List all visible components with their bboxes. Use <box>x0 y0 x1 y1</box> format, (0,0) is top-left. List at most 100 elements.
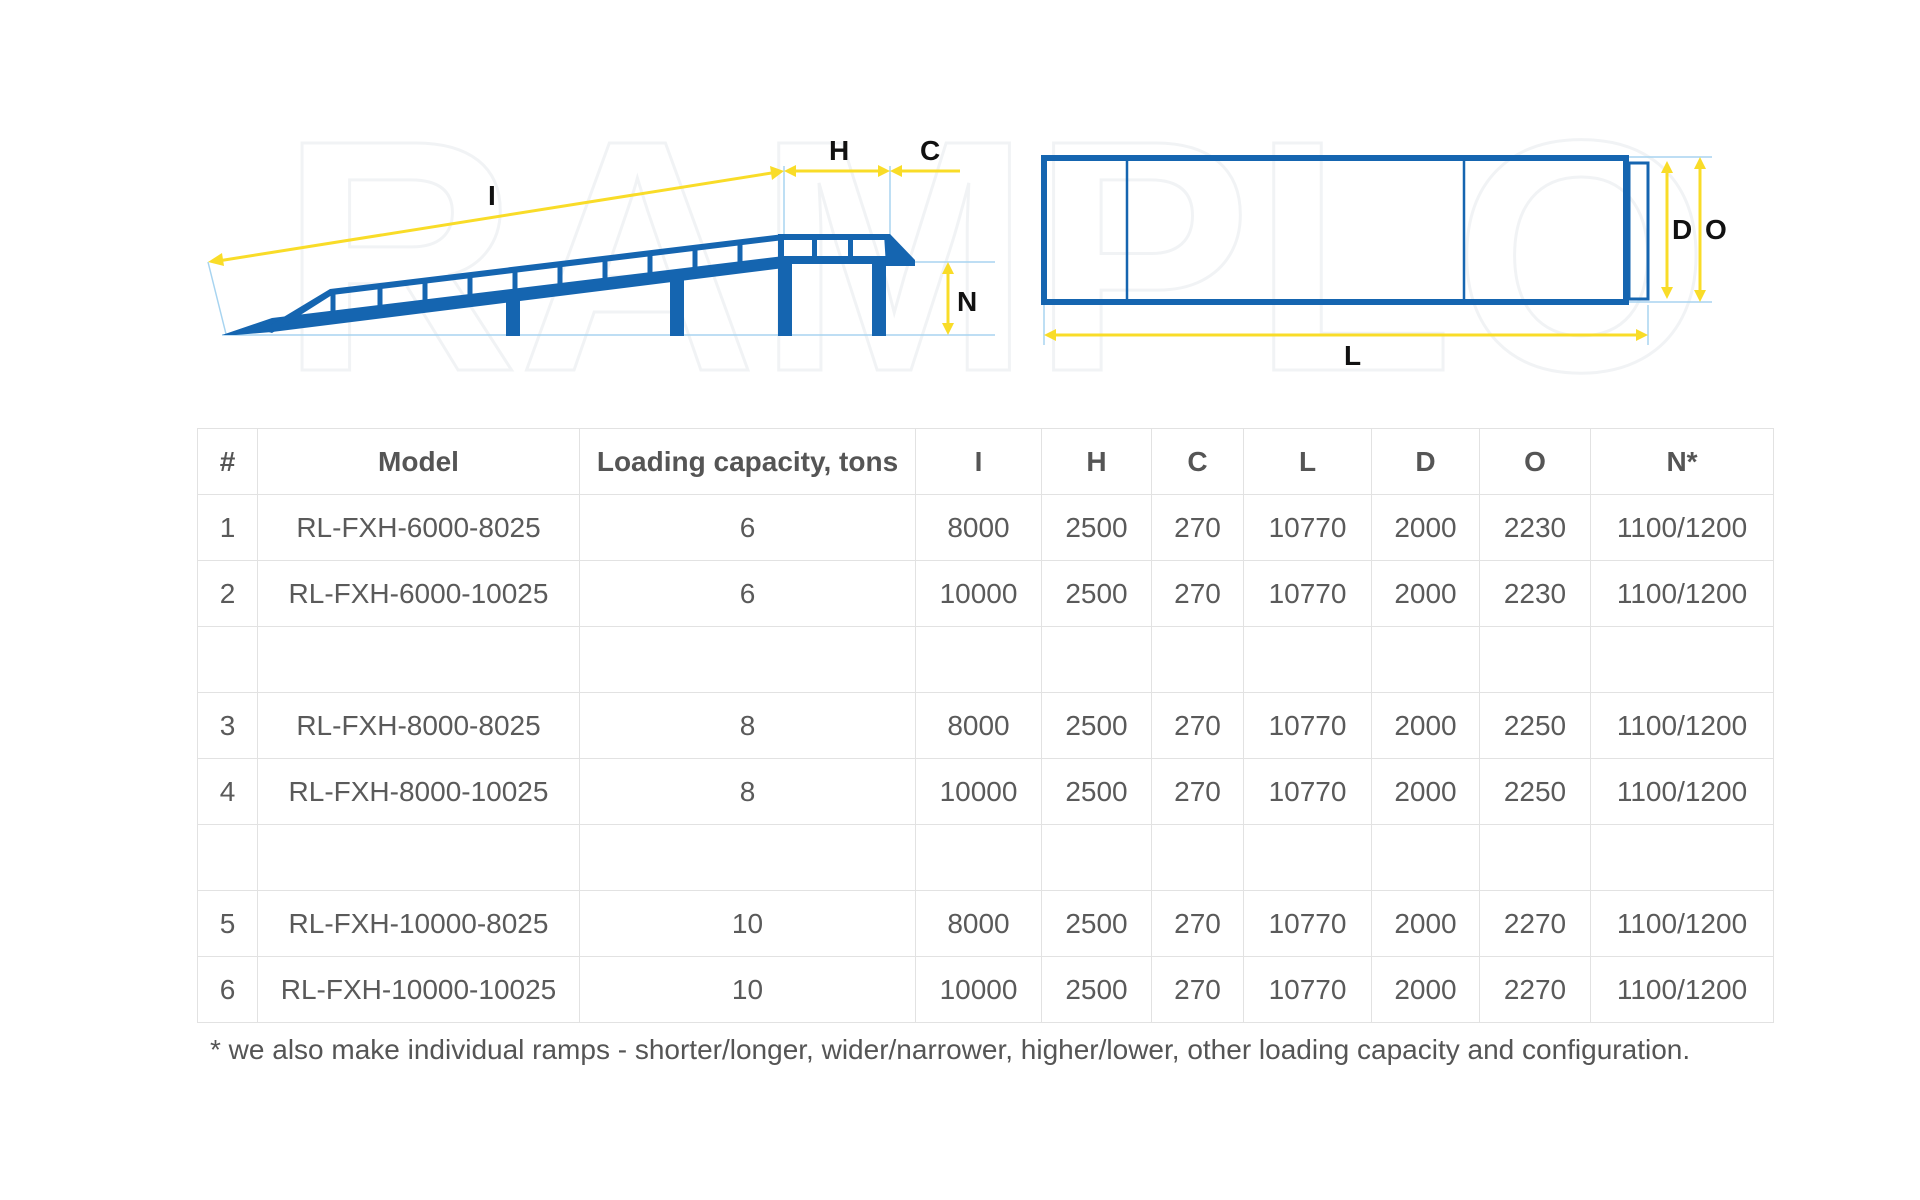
arrowhead <box>208 253 224 266</box>
ramp-verticals <box>330 240 743 318</box>
table-cell: 10 <box>579 956 916 1023</box>
arrowhead <box>942 262 954 274</box>
table-cell <box>257 626 580 693</box>
table-cell <box>197 626 258 693</box>
table-cell: 8000 <box>915 890 1042 957</box>
table-cell: 2230 <box>1479 494 1591 561</box>
label-I: I <box>488 180 496 211</box>
guide-line <box>207 261 227 335</box>
ramp-top-chord <box>262 234 784 333</box>
table-cell: 4 <box>197 758 258 825</box>
table-cell <box>915 824 1042 891</box>
ramp-side-view: I H C N <box>207 135 995 336</box>
table-cell <box>1041 626 1152 693</box>
table-cell: 2 <box>197 560 258 627</box>
header-H: H <box>1041 428 1152 495</box>
table-cell: 10 <box>579 890 916 957</box>
table-cell <box>579 626 916 693</box>
header-model: Model <box>257 428 580 495</box>
table-cell: 1100/1200 <box>1590 692 1774 759</box>
ramp-leg <box>778 262 792 336</box>
table-cell: 10000 <box>915 956 1042 1023</box>
table-cell <box>1151 626 1244 693</box>
top-dimensions <box>1044 157 1706 341</box>
ramp-structure <box>222 234 915 336</box>
table-cell: 270 <box>1151 956 1244 1023</box>
arrowhead <box>1636 329 1648 341</box>
table-cell: RL-FXH-10000-10025 <box>257 956 580 1023</box>
table-cell: 6 <box>579 560 916 627</box>
table-cell: 2270 <box>1479 956 1591 1023</box>
table-cell: 8000 <box>915 494 1042 561</box>
header-capacity: Loading capacity, tons <box>579 428 916 495</box>
label-O: O <box>1705 214 1727 245</box>
table-cell: RL-FXH-10000-8025 <box>257 890 580 957</box>
table-cell: 10000 <box>915 758 1042 825</box>
table-cell: 8000 <box>915 692 1042 759</box>
platform-top <box>778 234 890 240</box>
table-cell: 6 <box>579 494 916 561</box>
arrowhead <box>878 165 890 177</box>
table-cell: 2000 <box>1371 956 1480 1023</box>
header-N: N* <box>1590 428 1774 495</box>
table-cell: RL-FXH-8000-8025 <box>257 692 580 759</box>
table-cell: 1100/1200 <box>1590 890 1774 957</box>
label-C: C <box>920 135 940 166</box>
table-cell: 10770 <box>1243 890 1372 957</box>
table-cell <box>915 626 1042 693</box>
table-cell: 2000 <box>1371 692 1480 759</box>
table-cell: 8 <box>579 692 916 759</box>
table-cell: 2250 <box>1479 758 1591 825</box>
header-L: L <box>1243 428 1372 495</box>
label-L: L <box>1344 340 1361 371</box>
arrowhead <box>1694 290 1706 302</box>
header-number: # <box>197 428 258 495</box>
table-cell: 1 <box>197 494 258 561</box>
arrowhead <box>784 165 796 177</box>
table-cell: 2270 <box>1479 890 1591 957</box>
ramp-leg <box>670 278 684 336</box>
table-cell <box>579 824 916 891</box>
table-cell: 2000 <box>1371 758 1480 825</box>
platform-post <box>778 234 784 264</box>
table-cell: 10770 <box>1243 560 1372 627</box>
table-spacer-row <box>197 824 1774 891</box>
table-cell: 10000 <box>915 560 1042 627</box>
table-cell: 1100/1200 <box>1590 494 1774 561</box>
table-cell <box>1590 824 1774 891</box>
table-cell: 270 <box>1151 494 1244 561</box>
arrowhead <box>890 165 902 177</box>
header-O: O <box>1479 428 1591 495</box>
top-view-lip <box>1627 161 1650 301</box>
table-spacer-row <box>197 626 1774 693</box>
table-cell: 10770 <box>1243 692 1372 759</box>
diagram-svg: RAMPLO <box>207 70 1727 420</box>
arrowhead <box>1661 287 1673 299</box>
watermark-text: RAMPLO <box>280 71 1710 420</box>
platform-post <box>812 234 817 262</box>
table-cell: 1100/1200 <box>1590 560 1774 627</box>
label-N: N <box>957 286 977 317</box>
table-cell <box>1371 824 1480 891</box>
table-cell: 1100/1200 <box>1590 956 1774 1023</box>
arrowhead <box>942 323 954 335</box>
arrowhead <box>770 166 784 180</box>
table-cell: 2500 <box>1041 758 1152 825</box>
header-D: D <box>1371 428 1480 495</box>
label-H: H <box>829 135 849 166</box>
table-cell: 270 <box>1151 692 1244 759</box>
table-cell <box>1243 824 1372 891</box>
table-cell: 10770 <box>1243 956 1372 1023</box>
table-cell <box>1243 626 1372 693</box>
table-cell <box>1151 824 1244 891</box>
table-cell: RL-FXH-6000-8025 <box>257 494 580 561</box>
dim-line-I <box>217 170 779 263</box>
table-cell: 5 <box>197 890 258 957</box>
